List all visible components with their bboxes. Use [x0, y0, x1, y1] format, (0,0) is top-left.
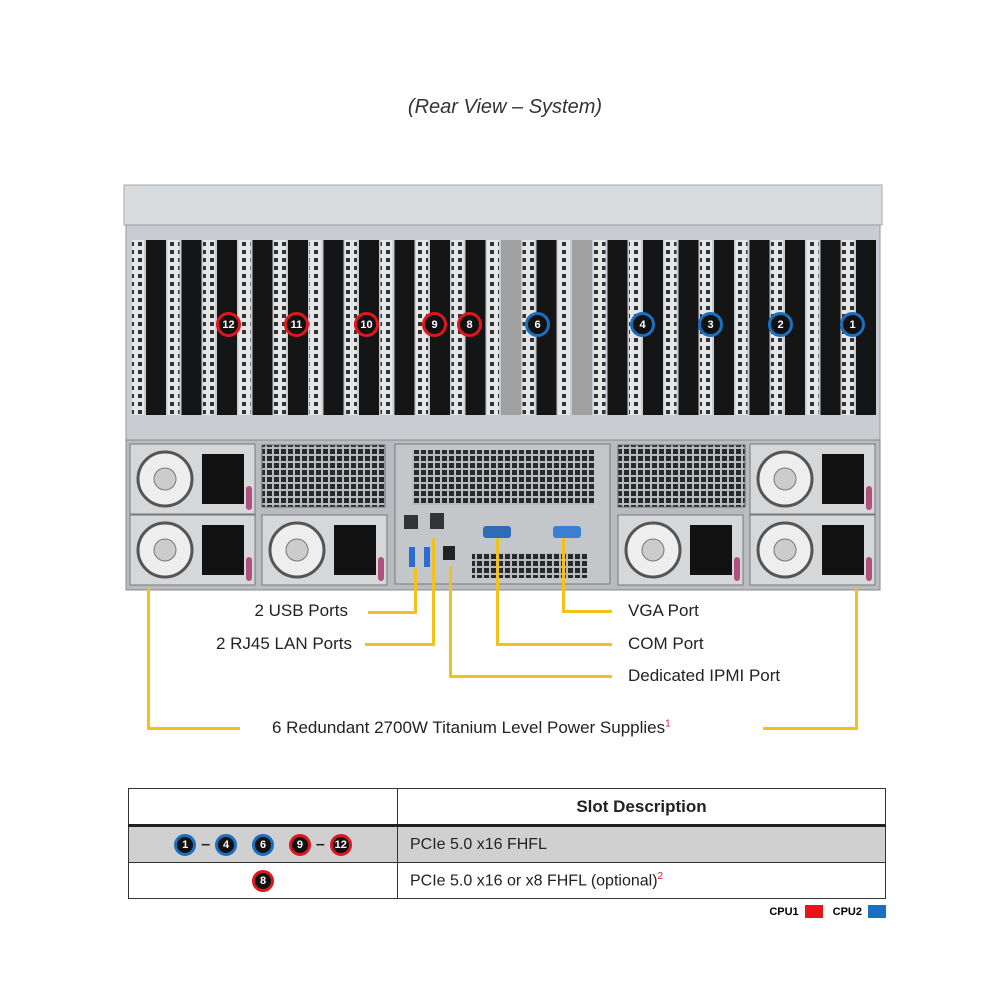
slot-bracket — [806, 240, 819, 415]
usb-port-1 — [409, 547, 415, 567]
ipmi-port-label: Dedicated IPMI Port — [628, 666, 781, 685]
psu-text: 6 Redundant 2700W Titanium Level Power S… — [272, 718, 666, 737]
lan-port-2 — [430, 513, 444, 529]
slot-bracket — [558, 240, 570, 415]
slot-bracket — [309, 240, 322, 415]
slot-bracket — [167, 240, 180, 415]
io-slot-vent — [472, 553, 587, 578]
power-supply — [129, 443, 256, 515]
card-face — [572, 240, 592, 415]
power-supplies-label: 6 Redundant 2700W Titanium Level Power S… — [272, 718, 671, 738]
slot-bracket — [345, 240, 357, 415]
ipmi-port — [443, 546, 455, 560]
slot-bracket — [380, 240, 393, 415]
table-row: 1–4 6 9–12 PCIe 5.0 x16 FHFL — [128, 825, 886, 863]
slot-marker-1: 1 — [840, 312, 865, 337]
card-face — [714, 240, 734, 415]
slot-marker: 12 — [329, 833, 352, 856]
slot-marker-11: 11 — [284, 312, 309, 337]
chassis-rear — [123, 184, 883, 591]
slot-marker: 6 — [252, 833, 274, 856]
lan-ports-label: 2 RJ45 LAN Ports — [215, 634, 352, 653]
slots-cell: 8 — [128, 862, 398, 899]
card-face — [394, 240, 415, 415]
io-vent — [412, 450, 594, 505]
slot-marker-2: 2 — [768, 312, 793, 337]
slot-bracket — [664, 240, 677, 415]
card-face — [856, 240, 876, 415]
card-face — [146, 240, 166, 415]
vga-port-label: VGA Port — [628, 601, 699, 620]
card-face — [323, 240, 344, 415]
top-cover — [123, 184, 883, 226]
vent-grille-right — [617, 444, 746, 508]
vent-grille-left — [261, 444, 386, 508]
slot-marker-9: 9 — [422, 312, 447, 337]
slot-bracket — [735, 240, 748, 415]
diagram-title: (Rear View – System) — [407, 96, 603, 118]
com-port-label: COM Port — [628, 634, 704, 653]
slot-marker: 4 — [215, 833, 238, 856]
slots-header-blank — [128, 788, 398, 827]
slot-description-table: Slot Description 1–4 6 9–12 PCIe 5.0 x16… — [128, 788, 886, 899]
description-cell: PCIe 5.0 x16 FHFL — [397, 825, 886, 863]
cpu-legend: CPU1 CPU2 — [769, 905, 886, 918]
slot-bracket — [203, 240, 215, 415]
slot-marker-10: 10 — [354, 312, 379, 337]
slot-bracket — [132, 240, 144, 415]
card-face — [678, 240, 699, 415]
card-face — [181, 240, 202, 415]
slot-marker: 8 — [252, 869, 274, 892]
description-text: PCIe 5.0 x16 or x8 FHFL (optional) — [410, 872, 658, 890]
slot-bracket — [593, 240, 606, 415]
usb-ports-label: 2 USB Ports — [254, 601, 348, 620]
legend-cpu1-label: CPU1 — [769, 905, 799, 918]
slot-marker-12: 12 — [216, 312, 241, 337]
slot-bracket — [274, 240, 286, 415]
slot-description-header: Slot Description — [397, 788, 886, 827]
card-face — [749, 240, 770, 415]
footnote-1: 1 — [665, 718, 671, 730]
power-supply — [617, 514, 744, 586]
slot-marker: 1 — [174, 833, 197, 856]
power-supply — [749, 514, 876, 586]
card-face — [785, 240, 805, 415]
table-row: 8 PCIe 5.0 x16 or x8 FHFL (optional)2 — [128, 862, 886, 899]
power-supply — [749, 443, 876, 515]
description-cell: PCIe 5.0 x16 or x8 FHFL (optional)2 — [397, 862, 886, 899]
slots-cell: 1–4 6 9–12 — [128, 825, 398, 863]
power-supply — [261, 514, 388, 586]
legend-cpu2-label: CPU2 — [832, 905, 862, 918]
slot-marker-3: 3 — [698, 312, 723, 337]
slot-marker-6: 6 — [525, 312, 550, 337]
lan-port-1 — [404, 515, 418, 529]
vga-port — [553, 526, 581, 538]
slot-marker-8: 8 — [457, 312, 482, 337]
usb-port-2 — [424, 547, 430, 567]
slot-marker: 9 — [288, 833, 311, 856]
slot-bracket — [487, 240, 499, 415]
card-face — [820, 240, 841, 415]
slot-bracket — [238, 240, 251, 415]
card-face — [252, 240, 273, 415]
card-face — [501, 240, 521, 415]
slot-marker-4: 4 — [630, 312, 655, 337]
power-supply — [129, 514, 256, 586]
card-face — [607, 240, 628, 415]
legend-cpu1-swatch — [804, 905, 823, 918]
legend-cpu2-swatch — [868, 905, 886, 918]
footnote-2: 2 — [657, 870, 664, 882]
com-port — [483, 526, 511, 538]
